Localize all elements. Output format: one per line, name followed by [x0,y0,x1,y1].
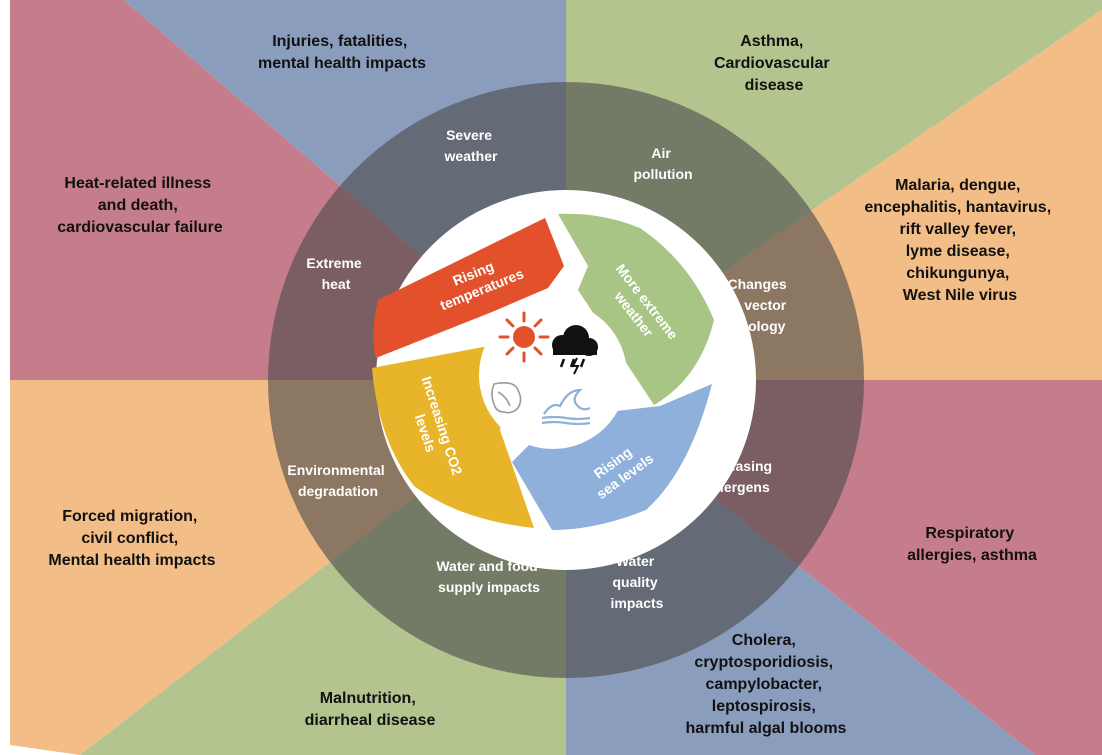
ring-increasing-allergens: Increasing allergens [702,458,776,495]
ring-environmental-degradation: Environmental degradation [287,462,388,499]
wave-icon [541,388,591,426]
sun-icon [498,311,550,363]
label-respiratory: Respiratory allergies, asthma [907,525,1037,564]
ring-vector-ecology: Changes in vector ecology [727,276,790,334]
ring-severe-weather: Severe weather [444,127,498,164]
ring-extreme-heat: Extreme heat [306,255,365,292]
ring-water-food-supply: Water and food supply impacts [436,558,541,595]
storm-cloud-icon [552,325,598,375]
center-hub [479,301,627,449]
label-malnutrition: Malnutrition, diarrheal disease [305,690,436,729]
segment-rising-temperatures [373,218,564,358]
ring-water-quality: Water quality impacts [611,553,664,611]
label-asthma-cardio: Asthma, Cardiovascular disease [714,33,834,94]
label-vector-diseases: Malaria, dengue, encephalitis, hantaviru… [864,177,1055,304]
label-forced-migration: Forced migration, civil conflict, Mental… [48,508,215,569]
lungs-icon [491,382,522,414]
label-waterborne: Cholera, cryptosporidiosis, campylobacte… [686,632,847,737]
label-heat-illness: Heat-related illness and death, cardiova… [57,175,223,236]
ring-air-pollution: Air pollution [633,145,692,182]
segment-extreme-weather [558,213,714,405]
label-injuries: Injuries, fatalities, mental health impa… [258,33,426,72]
